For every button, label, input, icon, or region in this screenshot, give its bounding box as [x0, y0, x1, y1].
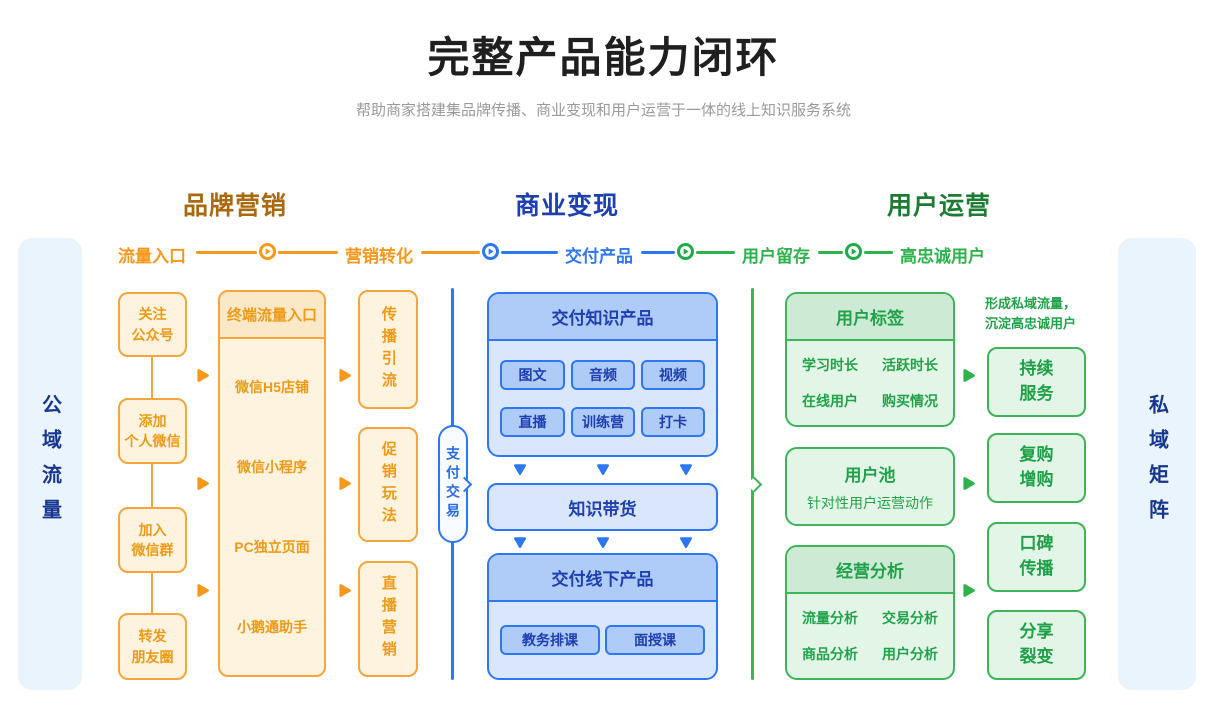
arrow-right-icon: [960, 582, 977, 599]
terminal-item-pc-standalone-page: PC独立页面: [234, 539, 310, 555]
user-tags-header: 用户标签: [787, 294, 953, 341]
product-chip-training-camp: 训练营: [571, 406, 635, 437]
offline-products-header: 交付线下产品: [489, 555, 716, 602]
traffic-box-follow-official-account: 关注 公众号: [118, 292, 187, 357]
terminal-traffic-entry-header: 终端流量入口: [220, 292, 324, 339]
arrow-down-icon: [512, 534, 528, 550]
section-header-user-operation: 用户运营: [887, 192, 992, 220]
offline-chip-face-to-face-class: 面授课: [605, 625, 705, 655]
tag-study-duration: 学习时长: [802, 357, 858, 373]
tag-active-duration: 活跃时长: [882, 357, 938, 373]
product-chip-image-text: 图文: [500, 359, 565, 390]
business-analysis-panel: 经营分析 流量分析 交易分析 商品分析 用户分析: [785, 545, 955, 680]
timeline-connector: [818, 251, 843, 254]
arrow-right-icon: [194, 367, 211, 384]
traffic-box-share-moments: 转发 朋友圈: [118, 613, 187, 680]
timeline-stage-loyal-users: 高忠诚用户: [900, 247, 985, 266]
arrow-down-icon: [595, 534, 611, 550]
arrow-right-icon: [194, 475, 211, 492]
timeline-connector: [278, 251, 338, 254]
terminal-item-wechat-miniprogram: 微信小程序: [237, 459, 307, 475]
offline-products-panel: 交付线下产品 教务排课 面授课: [487, 553, 718, 680]
offline-chip-course-scheduling: 教务排课: [500, 625, 600, 655]
play-node-icon: [845, 243, 862, 260]
public-domain-traffic-bar: 公域流量: [18, 238, 82, 690]
play-node-icon: [259, 243, 276, 260]
product-chip-video: 视频: [641, 359, 705, 390]
terminal-traffic-entry-panel: 终端流量入口 微信H5店铺 微信小程序 PC独立页面 小鹅通助手: [218, 290, 326, 677]
marketing-box-live-marketing: 直播营销: [358, 561, 418, 677]
product-chip-check-in: 打卡: [641, 406, 705, 437]
section-header-brand-marketing: 品牌营销: [183, 192, 288, 220]
terminal-item-wechat-h5-shop: 微信H5店铺: [235, 379, 309, 395]
analysis-product: 商品分析: [802, 646, 858, 662]
marketing-box-promotion-play: 促销玩法: [358, 427, 418, 542]
private-domain-matrix-label: 私域矩阵: [1145, 394, 1168, 534]
payment-transaction-capsule: 支付交易: [438, 425, 468, 543]
analysis-traffic: 流量分析: [802, 610, 858, 626]
timeline-stage-traffic-entry: 流量入口: [118, 247, 186, 266]
timeline-stage-product-delivery: 交付产品: [565, 247, 633, 266]
private-domain-matrix-bar: 私域矩阵: [1118, 238, 1196, 690]
loyal-box-share-fission: 分享 裂变: [987, 610, 1086, 680]
arrow-right-icon: [336, 367, 353, 384]
user-pool-header: 用户池: [844, 465, 896, 485]
arrow-down-icon: [595, 461, 611, 477]
traffic-box-add-personal-wechat: 添加 个人微信: [118, 398, 187, 464]
timeline-connector: [196, 251, 257, 254]
user-tags-panel: 用户标签 学习时长 活跃时长 在线用户 购买情况: [785, 292, 955, 427]
arrow-down-icon: [512, 461, 528, 477]
marketing-box-label: 直播营销: [379, 575, 397, 663]
timeline-stage-user-retention: 用户留存: [742, 247, 810, 266]
traffic-box-join-wechat-group: 加入 微信群: [118, 507, 187, 573]
knowledge-goods-box: 知识带货: [487, 483, 718, 531]
terminal-item-xiaoet-assistant: 小鹅通助手: [237, 619, 307, 635]
marketing-box-label: 促销玩法: [379, 440, 397, 529]
section-header-business-monetization: 商业变现: [515, 192, 620, 220]
arrow-right-icon: [336, 475, 353, 492]
product-chip-live: 直播: [500, 406, 565, 437]
timeline-connector: [421, 251, 480, 254]
analysis-user: 用户分析: [882, 646, 938, 662]
marketing-box-label: 传播引流: [379, 305, 397, 394]
knowledge-products-header: 交付知识产品: [489, 294, 716, 341]
brace-notch-icon: [746, 476, 763, 493]
payment-transaction-label: 支付交易: [445, 446, 461, 522]
page-subtitle: 帮助商家搭建集品牌传播、商业变现和用户运营于一体的线上知识服务系统: [355, 102, 851, 119]
user-pool-desc: 针对性用户运营动作: [807, 494, 933, 511]
arrow-down-icon: [678, 461, 694, 477]
loyal-box-continuous-service: 持续 服务: [987, 347, 1086, 417]
vertical-connector: [151, 357, 153, 398]
product-chip-audio: 音频: [571, 359, 635, 390]
knowledge-products-panel: 交付知识产品 图文 音频 视频 直播 训练营 打卡: [487, 292, 718, 457]
timeline-stage-marketing-conversion: 营销转化: [345, 247, 413, 266]
arrow-right-icon: [336, 582, 353, 599]
arrow-down-icon: [678, 534, 694, 550]
vertical-connector: [151, 573, 153, 613]
arrow-right-icon: [960, 475, 977, 492]
tag-purchase-status: 购买情况: [882, 393, 938, 409]
vertical-connector: [151, 464, 153, 507]
marketing-box-spread-drainage: 传播引流: [358, 290, 418, 409]
play-node-icon: [677, 243, 694, 260]
timeline-connector: [641, 251, 675, 254]
tag-online-users: 在线用户: [802, 393, 858, 409]
timeline-connector: [501, 251, 558, 254]
business-analysis-header: 经营分析: [787, 547, 953, 594]
public-domain-traffic-label: 公域流量: [38, 394, 61, 534]
analysis-transaction: 交易分析: [882, 610, 938, 626]
arrow-right-icon: [194, 582, 211, 599]
loyal-box-word-of-mouth: 口碑 传播: [987, 522, 1086, 592]
arrow-right-icon: [960, 367, 977, 384]
user-pool-box: 用户池 针对性用户运营动作: [785, 447, 955, 526]
loyal-box-repurchase: 复购 增购: [987, 433, 1086, 503]
timeline-connector: [696, 251, 735, 254]
timeline-connector: [864, 251, 893, 254]
page-title: 完整产品能力闭环: [427, 34, 780, 81]
private-traffic-note: 形成私域流量， 沉淀高忠诚用户: [985, 296, 1077, 331]
play-node-icon: [482, 243, 499, 260]
